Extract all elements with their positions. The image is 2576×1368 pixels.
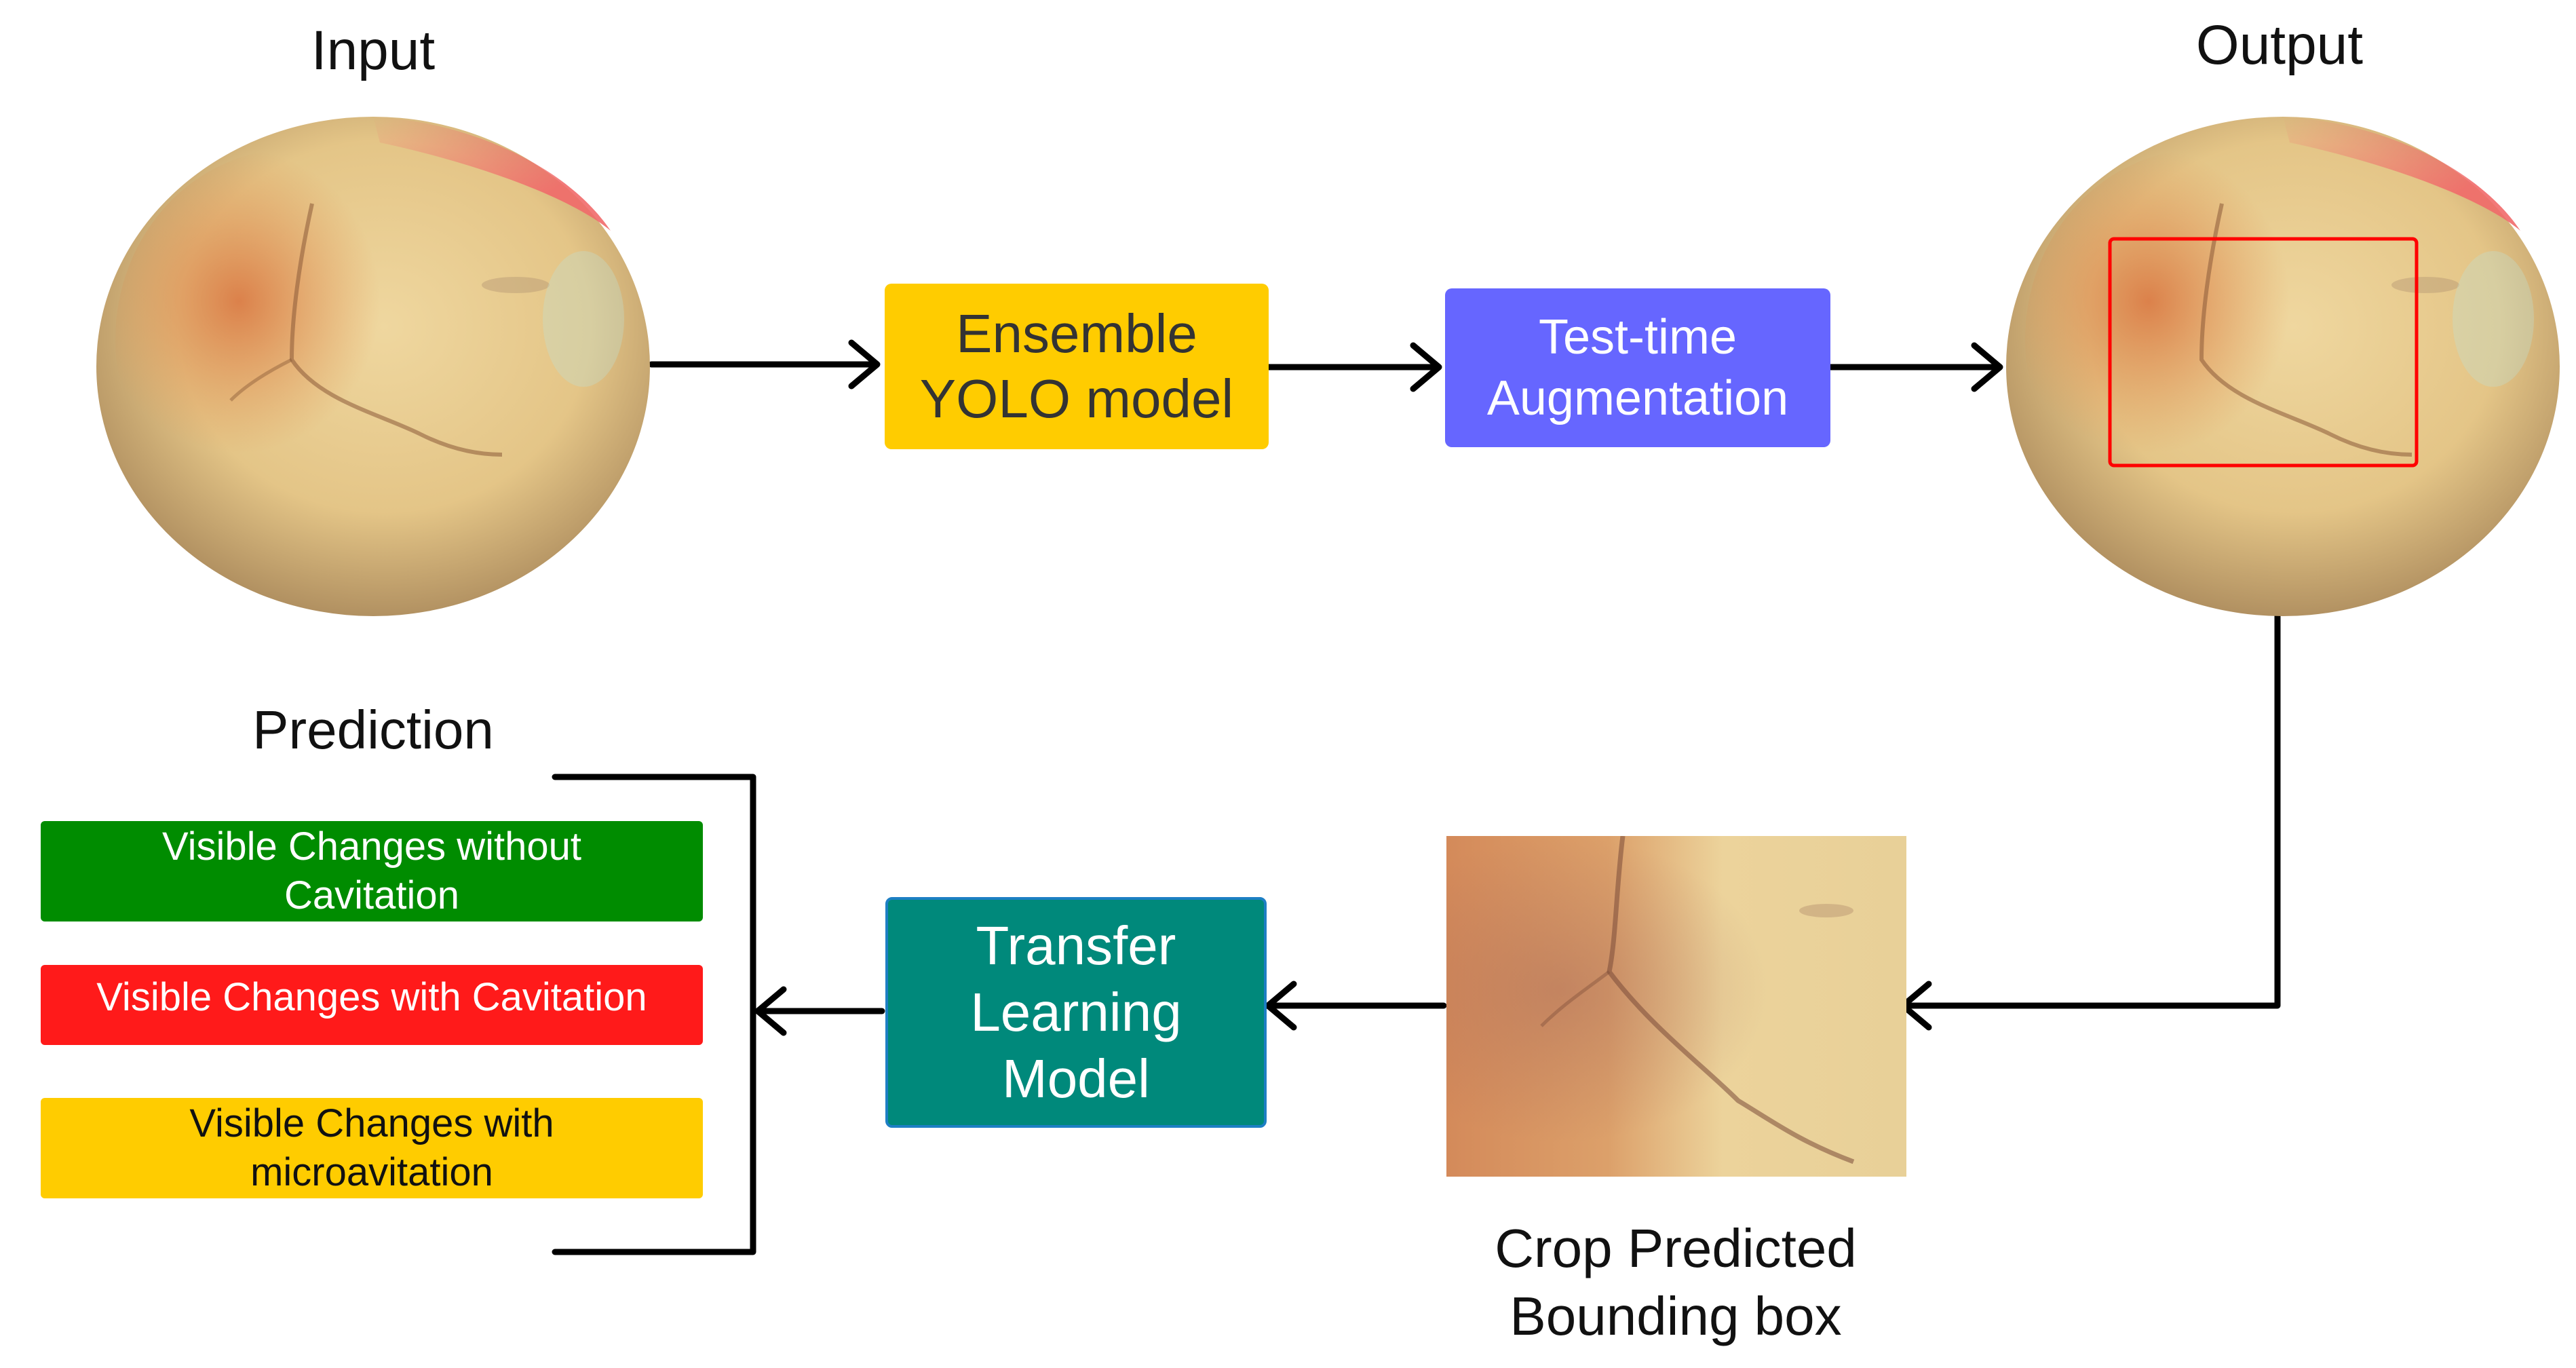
input-label: Input bbox=[311, 20, 436, 81]
ensemble-line2: YOLO model bbox=[919, 368, 1234, 429]
prediction-label: Prediction bbox=[252, 700, 494, 760]
transfer-line3: Model bbox=[1002, 1048, 1150, 1109]
crop-caption-line1: Crop Predicted bbox=[1495, 1218, 1857, 1278]
pred-2-line2: microavitation bbox=[250, 1150, 493, 1194]
output-label: Output bbox=[2195, 14, 2364, 76]
cropped-region-image bbox=[1446, 836, 1906, 1177]
pred-1-line1: Visible Changes with Cavitation bbox=[96, 975, 647, 1019]
tta-line1: Test-time bbox=[1538, 310, 1737, 364]
ensemble-yolo-box: Ensemble YOLO model bbox=[885, 284, 1269, 449]
prediction-bracket bbox=[552, 774, 756, 1255]
arrowhead-transfer bbox=[1265, 981, 1297, 1031]
prediction-class-no-cavitation: Visible Changes without Cavitation bbox=[41, 821, 703, 922]
transfer-learning-box: Transfer Learning Model bbox=[885, 897, 1267, 1128]
input-tooth-image bbox=[96, 117, 650, 616]
pred-0-line1: Visible Changes without bbox=[162, 824, 581, 869]
arrowhead-output bbox=[1971, 342, 2003, 392]
arrowhead-ensemble bbox=[848, 339, 881, 390]
arrowhead-prediction bbox=[754, 986, 787, 1036]
transfer-line2: Learning bbox=[970, 982, 1182, 1042]
arrowhead-tta bbox=[1410, 342, 1442, 392]
pred-2-line1: Visible Changes with bbox=[189, 1101, 554, 1145]
predicted-bounding-box bbox=[2108, 237, 2419, 468]
crop-caption-line2: Bounding box bbox=[1510, 1286, 1842, 1346]
prediction-class-cavitation: Visible Changes with Cavitation bbox=[41, 965, 703, 1045]
test-time-augmentation-box: Test-time Augmentation bbox=[1445, 288, 1830, 447]
prediction-class-microcavitation: Visible Changes with microavitation bbox=[41, 1098, 703, 1198]
output-tooth-image bbox=[2006, 117, 2560, 616]
arrow-output-to-crop bbox=[1902, 613, 2281, 1009]
tta-line2: Augmentation bbox=[1486, 371, 1789, 425]
crop-caption: Crop Predicted Bounding box bbox=[1465, 1215, 1886, 1350]
ensemble-line1: Ensemble bbox=[956, 303, 1197, 364]
transfer-line1: Transfer bbox=[976, 915, 1176, 976]
pred-0-line2: Cavitation bbox=[284, 873, 459, 917]
